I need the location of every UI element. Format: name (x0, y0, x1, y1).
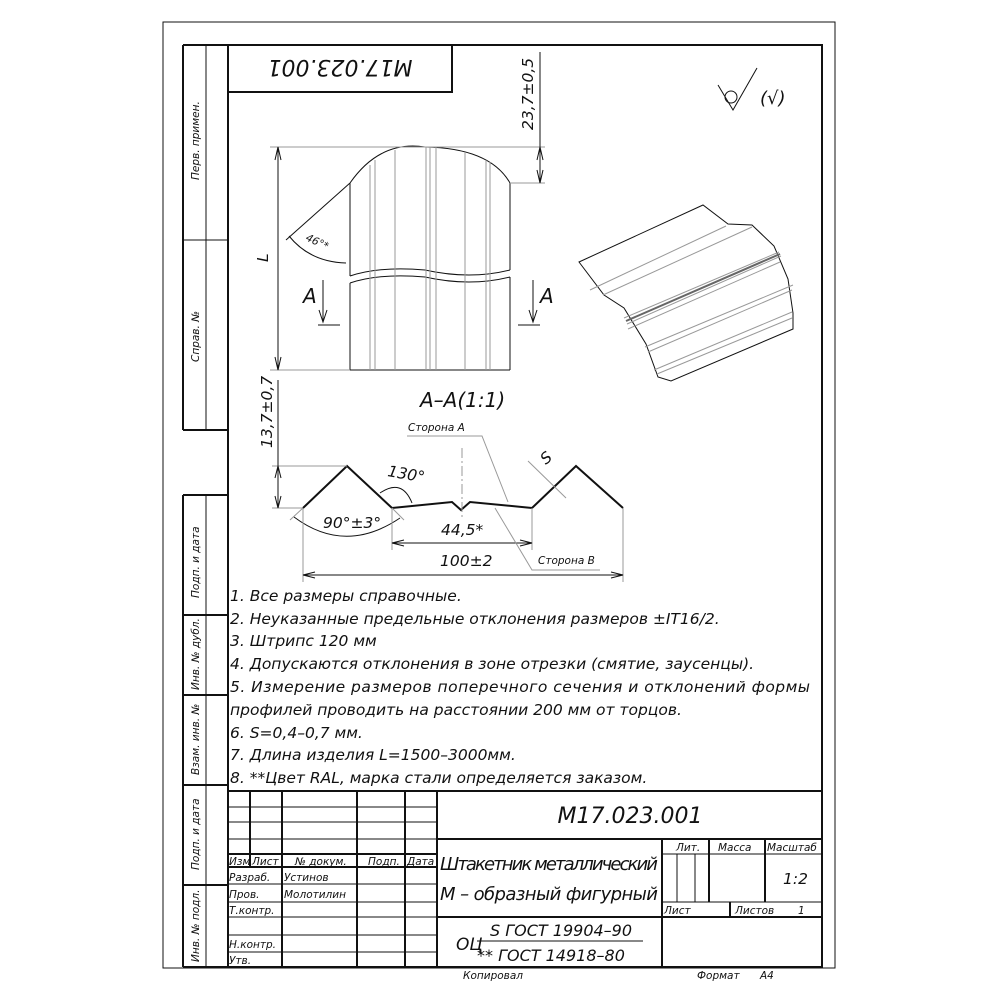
roughness-icon (717, 67, 758, 111)
hdr-list: Лист (251, 856, 279, 868)
label-podp-data: Подп. и дата (190, 526, 202, 598)
notes: 1. Все размеры справочные. 2. Неуказанны… (230, 587, 810, 787)
label-sheet: Лист (663, 905, 691, 917)
top-stamp (227, 44, 453, 93)
material-bottom: ** ГОСТ 14918–80 (477, 946, 625, 965)
note-5: 5. Измерение размеров поперечного сечени… (230, 678, 810, 696)
section-title: A–A(1:1) (418, 388, 505, 412)
dim-length: L (254, 253, 272, 262)
label-inv-podl: Инв. № подл. (190, 890, 202, 962)
note-7: 7. Длина изделия L=1500–3000мм. (230, 746, 516, 764)
dim-44-5: 44,5* (441, 521, 484, 539)
dim-top: 23,7±0,5 (519, 58, 537, 130)
label-side-a: Сторона А (408, 422, 465, 434)
note-6: 6. S=0,4–0,7 мм. (230, 724, 363, 742)
title-code: M17.023.001 (558, 804, 703, 829)
hdr-data: Дата (406, 856, 434, 868)
label-perv-primen: Перв. примен. (190, 101, 202, 180)
role-utv: Утв. (229, 955, 251, 967)
section-view: A–A(1:1) 13,7±0,7 130° 90°±3° 44,5* 100±… (258, 376, 624, 582)
copied-label: Копировал (463, 970, 523, 982)
label-inv-dubl: Инв. № дубл. (190, 618, 202, 690)
role-prov: Пров. (229, 889, 260, 901)
material-prefix: ОЦ (456, 935, 483, 955)
label-podp-data-2: Подп. и дата (190, 798, 202, 870)
section-mark-left: A (301, 284, 317, 308)
role-tkontr: Т.контр. (229, 905, 275, 917)
label-sprav-no: Справ. № (190, 311, 202, 362)
sheets-count: 1 (798, 905, 805, 917)
product-name-1: Штакетник металлический (440, 854, 658, 875)
hdr-masshtab: Масштаб (767, 842, 817, 854)
isometric-view (578, 204, 794, 382)
role-nkontr: Н.контр. (229, 939, 276, 951)
product-name-2: М – образный фигурный (440, 884, 658, 905)
hdr-doc-no: № докум. (294, 856, 347, 868)
name-prov: Молотилин (284, 889, 346, 901)
format-value: А4 (759, 970, 774, 982)
note-8: 8. **Цвет RAL, марка стали определяется … (230, 769, 647, 787)
drawing-frame (227, 44, 823, 968)
note-2: 2. Неуказанные предельные отклонения раз… (230, 610, 720, 628)
hdr-podp: Подп. (368, 856, 400, 868)
hdr-massa: Масса (718, 842, 751, 854)
note-4: 4. Допускаются отклонения в зоне отрезки… (230, 655, 754, 673)
dim-100: 100±2 (440, 552, 492, 570)
label-vzam-inv: Взам. инв. № (190, 704, 202, 775)
title-block: M17.023.001 Изм Лист № докум. Подп. Дата… (228, 790, 822, 982)
name-razrab: Устинов (284, 872, 329, 884)
note-1: 1. Все размеры справочные. (230, 587, 462, 605)
sheet-border (162, 21, 836, 969)
note-5-cont: профилей проводить на расстоянии 200 мм … (230, 701, 682, 719)
hdr-lit: Лит. (675, 842, 700, 854)
angle-130: 130° (386, 462, 426, 486)
label-sheets: Листов (734, 905, 774, 917)
roughness-note: (√) (760, 88, 786, 109)
note-3: 3. Штрипс 120 мм (230, 632, 377, 650)
top-stamp-code: M17.023.001 (268, 54, 413, 79)
thickness-label: S (537, 448, 556, 468)
front-view: L 23,7±0,5 46°* A A (254, 52, 554, 371)
material-top: S ГОСТ 19904–90 (490, 921, 632, 940)
role-razrab: Разраб. (229, 872, 270, 884)
angle-90: 90°±3° (323, 514, 381, 532)
hdr-izm: Изм (229, 856, 250, 868)
label-side-b: Сторона В (538, 555, 595, 567)
format-label: Формат (697, 970, 740, 982)
section-mark-right: A (538, 284, 554, 308)
angle-46: 46°* (304, 232, 331, 253)
scale-value: 1:2 (783, 870, 808, 888)
side-strip: Перв. примен. Справ. № Подп. и дата Инв.… (182, 44, 228, 968)
dim-section-height: 13,7±0,7 (258, 376, 276, 448)
